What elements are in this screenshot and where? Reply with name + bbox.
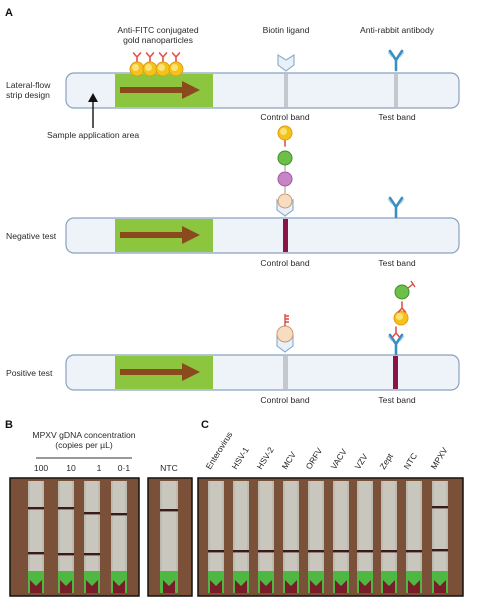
strip-marker-icon xyxy=(408,580,420,593)
strip-band xyxy=(381,550,397,553)
strip-band xyxy=(28,507,44,510)
sample-arrow-icon xyxy=(88,93,98,128)
strip-marker-icon xyxy=(434,580,446,593)
design-strip xyxy=(65,72,460,109)
test-strip xyxy=(381,481,397,593)
concentration-label: 1 xyxy=(96,463,102,473)
antibody-label: Anti-rabbit antibody xyxy=(359,25,435,35)
control-band-line xyxy=(283,219,288,252)
concentration-label: 100 xyxy=(33,463,49,473)
sample-application-label: Sample application area xyxy=(47,130,140,140)
strip-band xyxy=(258,550,274,553)
panel-c-strips xyxy=(208,481,448,593)
strip-band xyxy=(233,550,249,553)
ntc-label: NTC xyxy=(160,463,178,473)
anti-rabbit-antibody-icon xyxy=(386,49,406,72)
test-band-line xyxy=(393,356,398,389)
negative-complex xyxy=(276,125,294,217)
test-strip xyxy=(58,481,74,593)
control-band-line xyxy=(283,356,288,389)
strip-marker-icon xyxy=(335,580,347,593)
strip-marker-icon xyxy=(383,580,395,593)
strip-band xyxy=(208,550,224,553)
anti-rabbit-antibody-icon xyxy=(386,196,406,219)
test-strip xyxy=(208,481,224,593)
panel-b-strips xyxy=(28,481,178,593)
test-band-label: Test band xyxy=(378,258,416,268)
panel-b-title: MPXV gDNA concentration (copies per µL) xyxy=(32,430,136,450)
strip-marker-icon xyxy=(310,580,322,593)
positive-strip xyxy=(65,354,460,391)
strip-band xyxy=(357,550,373,553)
test-strip xyxy=(233,481,249,593)
strip-marker-icon xyxy=(30,580,42,593)
control-band-line xyxy=(284,74,288,107)
negative-strip xyxy=(65,217,460,254)
test-strip xyxy=(111,481,127,593)
strip-band xyxy=(308,550,324,553)
test-strip xyxy=(357,481,373,593)
strip-marker-icon xyxy=(285,580,297,593)
strip-marker-icon xyxy=(86,580,98,593)
control-band-label: Control band xyxy=(260,258,310,268)
positive-control-complex xyxy=(276,314,294,353)
test-strip xyxy=(432,481,448,593)
control-band-label: Control band xyxy=(260,112,310,122)
strip-band xyxy=(333,550,349,553)
panel-c-letter: C xyxy=(201,419,209,431)
strip-marker-icon xyxy=(163,580,175,593)
biotin-ligand-icon xyxy=(277,54,295,72)
strip-band xyxy=(283,550,299,553)
strip-marker-icon xyxy=(60,580,72,593)
test-band-label: Test band xyxy=(378,112,416,122)
positive-test-complex xyxy=(386,280,416,356)
test-strip xyxy=(84,481,100,593)
panel-b-letter: B xyxy=(5,419,13,431)
strip-marker-icon xyxy=(260,580,272,593)
biotin-ligand-label: Biotin ligand xyxy=(262,25,310,35)
test-band-label: Test band xyxy=(378,395,416,405)
strip-band xyxy=(84,553,100,556)
test-band-line xyxy=(394,74,398,107)
concentration-label: 0·1 xyxy=(117,463,131,473)
test-strip xyxy=(160,481,178,593)
strip-band xyxy=(28,552,44,555)
panel-a-letter: A xyxy=(5,7,13,19)
concentration-label: 10 xyxy=(66,463,76,473)
row-label-negative: Negative test xyxy=(6,231,57,241)
strip-band xyxy=(432,549,448,552)
strip-band xyxy=(160,509,178,512)
test-strip xyxy=(258,481,274,593)
row-label-positive: Positive test xyxy=(6,368,53,378)
test-strip xyxy=(333,481,349,593)
gold-nanoparticles-label: Anti-FITC conjugated gold nanoparticles xyxy=(117,25,199,45)
strip-band xyxy=(58,553,74,556)
strip-band xyxy=(432,506,448,509)
test-strip xyxy=(28,481,44,593)
test-strip xyxy=(406,481,422,593)
strip-marker-icon xyxy=(210,580,222,593)
strip-marker-icon xyxy=(235,580,247,593)
strip-band xyxy=(111,513,127,516)
test-strip xyxy=(283,481,299,593)
gold-nanoparticles xyxy=(129,52,184,77)
test-strip xyxy=(308,481,324,593)
strip-band xyxy=(58,507,74,510)
strip-marker-icon xyxy=(113,580,125,593)
strip-marker-icon xyxy=(359,580,371,593)
strip-band xyxy=(406,550,422,553)
row-label-design: Lateral-flow strip design xyxy=(6,80,51,100)
control-band-label: Control band xyxy=(260,395,310,405)
strip-band xyxy=(84,512,100,515)
